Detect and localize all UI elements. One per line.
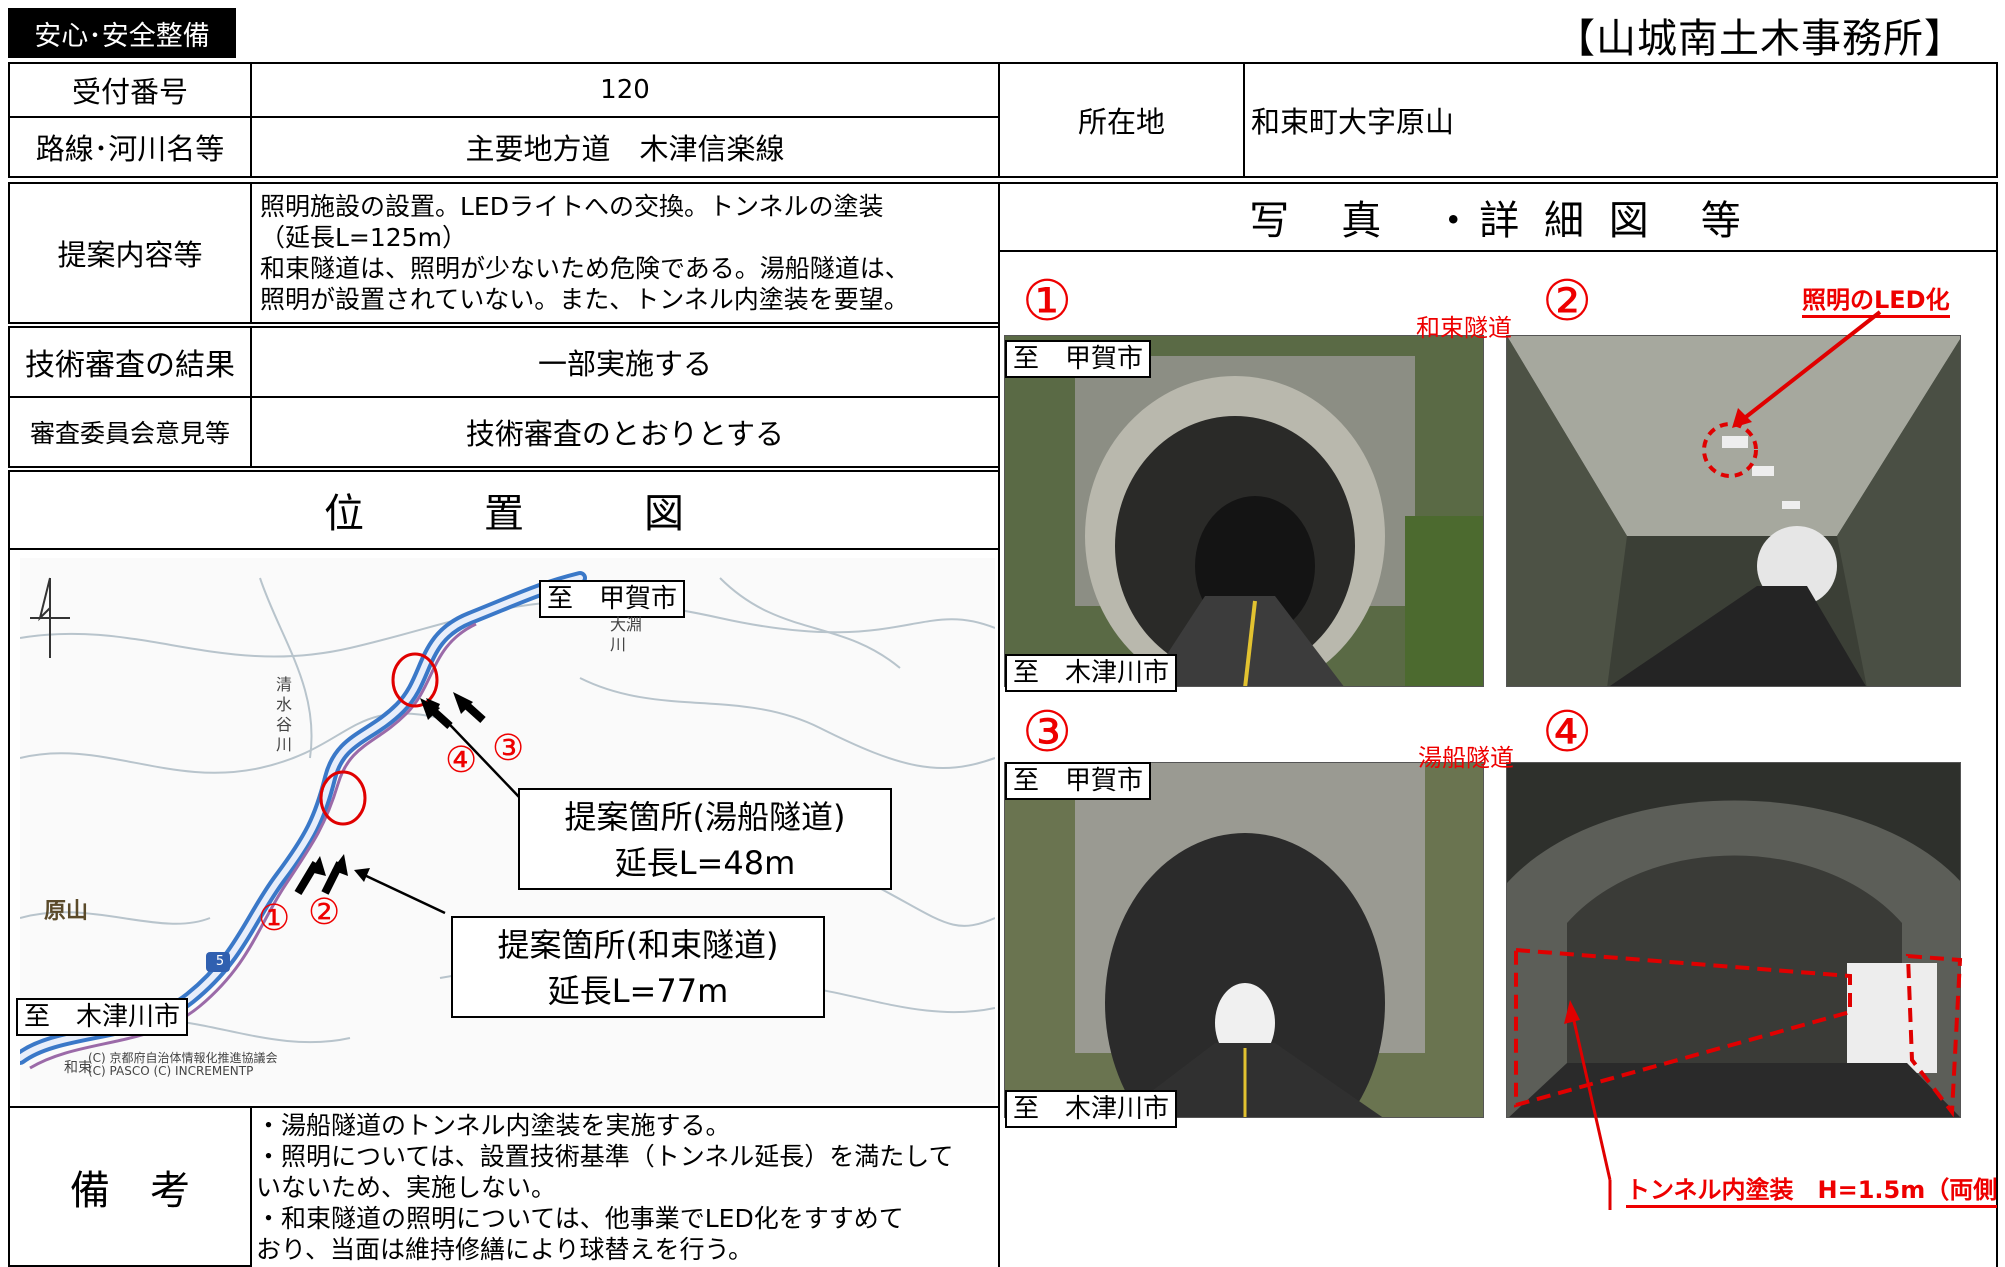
remarks-line: ・和束隧道の照明については、他事業でLED化をすすめて bbox=[256, 1204, 904, 1233]
remarks-line: ・照明については、設置技術基準（トンネル延長）を満たして bbox=[256, 1142, 954, 1171]
map-copyright-2: (C) PASCO (C) INCREMENTP bbox=[88, 1064, 254, 1078]
proposal-line: 照明施設の設置。LEDライトへの交換。トンネルの塗装 bbox=[260, 192, 884, 221]
remarks-label: 備 考 bbox=[8, 1106, 252, 1267]
photo-4-annotation: トンネル内塗装 H=1.5m（両側 bbox=[1626, 1170, 1998, 1208]
committee-label: 審査委員会意見等 bbox=[8, 396, 252, 468]
photo-1-dest-koka: 至 甲賀市 bbox=[1005, 340, 1152, 378]
photo-2 bbox=[1506, 335, 1961, 687]
remarks-line: おり、当面は維持修繕により球替えを行う。 bbox=[256, 1235, 754, 1264]
map-river-shimizudani: 清水谷川 bbox=[276, 675, 293, 754]
committee-value: 技術審査のとおりとする bbox=[250, 396, 1000, 468]
callout-yubune-length: 延長L=48m bbox=[614, 844, 796, 882]
location-value: 和束町大字原山 bbox=[1243, 62, 1998, 178]
callout-wazuka-name: 提案箇所(和束隧道) bbox=[497, 926, 779, 964]
photo-heading: 写 真 ・詳 細 図 等 bbox=[998, 182, 1998, 252]
route-value: 主要地方道 木津信楽線 bbox=[250, 116, 1000, 178]
proposal-content: 照明施設の設置。LEDライトへの交換。トンネルの塗装 （延長L=125m） 和束… bbox=[250, 182, 1000, 324]
map-heading: 位 置 図 bbox=[8, 470, 1000, 550]
photo-1-image bbox=[1005, 336, 1483, 686]
photo-3-image bbox=[1005, 763, 1483, 1117]
remarks-line: ・湯船隧道のトンネル内塗装を実施する。 bbox=[256, 1111, 731, 1140]
photo-2-image bbox=[1507, 336, 1960, 686]
photo-4-tunnel-name: 湯船隧道 bbox=[1418, 744, 1514, 772]
map-marker-1: ① bbox=[258, 898, 291, 939]
remarks-line: いないため、実施しない。 bbox=[256, 1173, 557, 1202]
callout-wazuka-length: 延長L=77m bbox=[547, 972, 729, 1010]
photo-1 bbox=[1004, 335, 1484, 687]
location-label: 所在地 bbox=[998, 62, 1245, 178]
photo-2-tunnel-name: 和束隧道 bbox=[1416, 314, 1512, 342]
map-dest-koka: 至 甲賀市 bbox=[539, 580, 686, 618]
map-dest-kizugawa: 至 木津川市 bbox=[16, 998, 189, 1036]
map-marker-2: ② bbox=[308, 892, 341, 933]
photo-3 bbox=[1004, 762, 1484, 1118]
map-place-wazuka: 和束 bbox=[64, 1060, 92, 1076]
photo-1-dest-kizugawa: 至 木津川市 bbox=[1005, 654, 1178, 692]
category-tag: 安心･安全整備 bbox=[8, 8, 236, 58]
photo-4-paint-overlay bbox=[1514, 947, 1963, 1210]
map-river-ofuchi: 大淵川 bbox=[610, 615, 643, 654]
photo-3-dest-koka: 至 甲賀市 bbox=[1005, 762, 1152, 800]
photo-3-dest-kizugawa: 至 木津川市 bbox=[1005, 1090, 1178, 1128]
review-value: 一部実施する bbox=[250, 326, 1000, 398]
receipt-value: 120 bbox=[250, 62, 1000, 118]
map-marker-4: ④ bbox=[445, 740, 478, 781]
proposal-line: 和束隧道は、照明が少ないため危険である。湯船隧道は、 bbox=[260, 254, 910, 283]
map-copyright-1: (C) 京都府自治体情報化推進協議会 bbox=[88, 1051, 278, 1065]
receipt-label: 受付番号 bbox=[8, 62, 252, 118]
photo-2-number: ② bbox=[1542, 269, 1593, 334]
office-name: 【山城南土木事務所】 bbox=[1555, 16, 1965, 62]
route-label: 路線･河川名等 bbox=[8, 116, 252, 178]
photo-3-number: ③ bbox=[1022, 700, 1073, 765]
callout-yubune-name: 提案箇所(湯船隧道) bbox=[564, 798, 846, 836]
photo-4-number: ④ bbox=[1542, 700, 1593, 765]
remarks-content: ・湯船隧道のトンネル内塗装を実施する。 ・照明については、設置技術基準（トンネル… bbox=[250, 1106, 1000, 1267]
map-place-haraya: 原山 bbox=[44, 899, 89, 924]
proposal-line: 照明が設置されていない。また、トンネル内塗装を要望。 bbox=[260, 285, 909, 314]
photo-panel bbox=[998, 250, 1998, 1267]
map-marker-3: ③ bbox=[492, 728, 525, 769]
photo-1-number: ① bbox=[1022, 269, 1073, 334]
callout-wazuka: 提案箇所(和束隧道) 延長L=77m bbox=[451, 916, 825, 1018]
callout-yubune: 提案箇所(湯船隧道) 延長L=48m bbox=[518, 788, 892, 890]
proposal-label: 提案内容等 bbox=[8, 182, 252, 324]
review-label: 技術審査の結果 bbox=[8, 326, 252, 398]
map-route-number: 5 bbox=[215, 954, 225, 969]
proposal-line: （延長L=125m） bbox=[260, 223, 467, 252]
photo-2-arrow-overlay bbox=[1702, 310, 1882, 478]
